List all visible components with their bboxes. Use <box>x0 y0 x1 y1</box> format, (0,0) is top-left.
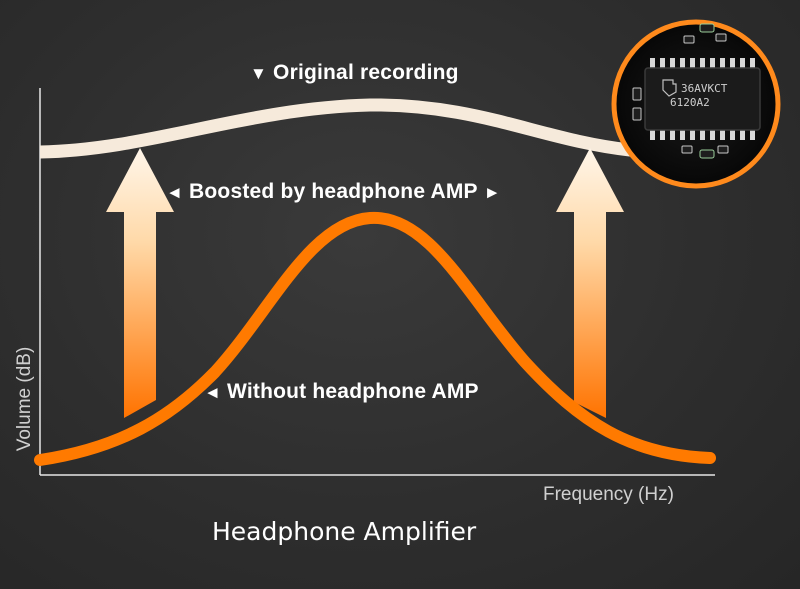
x-axis-title: Frequency (Hz) <box>543 484 674 505</box>
without-amp-label: ◄ Without headphone AMP <box>204 380 479 404</box>
original-recording-text: Original recording <box>273 61 459 84</box>
chip-marking-line1: 36AVKCT <box>681 82 728 95</box>
boost-arrow-left <box>106 148 174 418</box>
chip-marking-line2: 6120A2 <box>670 96 710 109</box>
chip-icon: 36AVKCT 6120A2 <box>632 23 761 159</box>
chip-inset: 36AVKCT 6120A2 <box>611 19 781 189</box>
without-amp-text: Without headphone AMP <box>227 380 479 403</box>
original-recording-curve <box>39 98 701 159</box>
boosted-label: ◄ Boosted by headphone AMP ► <box>166 180 507 204</box>
caption: Headphone Amplifier <box>212 517 477 546</box>
right-triangle-icon: ► <box>483 183 501 202</box>
y-axis-title: Volume (dB) <box>14 346 35 452</box>
boosted-text: Boosted by headphone AMP <box>189 180 478 203</box>
without-amp-curve <box>34 211 716 466</box>
left-triangle-icon: ◄ <box>166 183 184 202</box>
down-triangle-icon: ▼ <box>250 64 268 83</box>
boost-arrow-right <box>556 148 624 418</box>
left-triangle-icon: ◄ <box>204 383 222 402</box>
ti-logo-icon <box>662 79 677 97</box>
original-recording-label: ▼ Original recording <box>250 61 459 85</box>
